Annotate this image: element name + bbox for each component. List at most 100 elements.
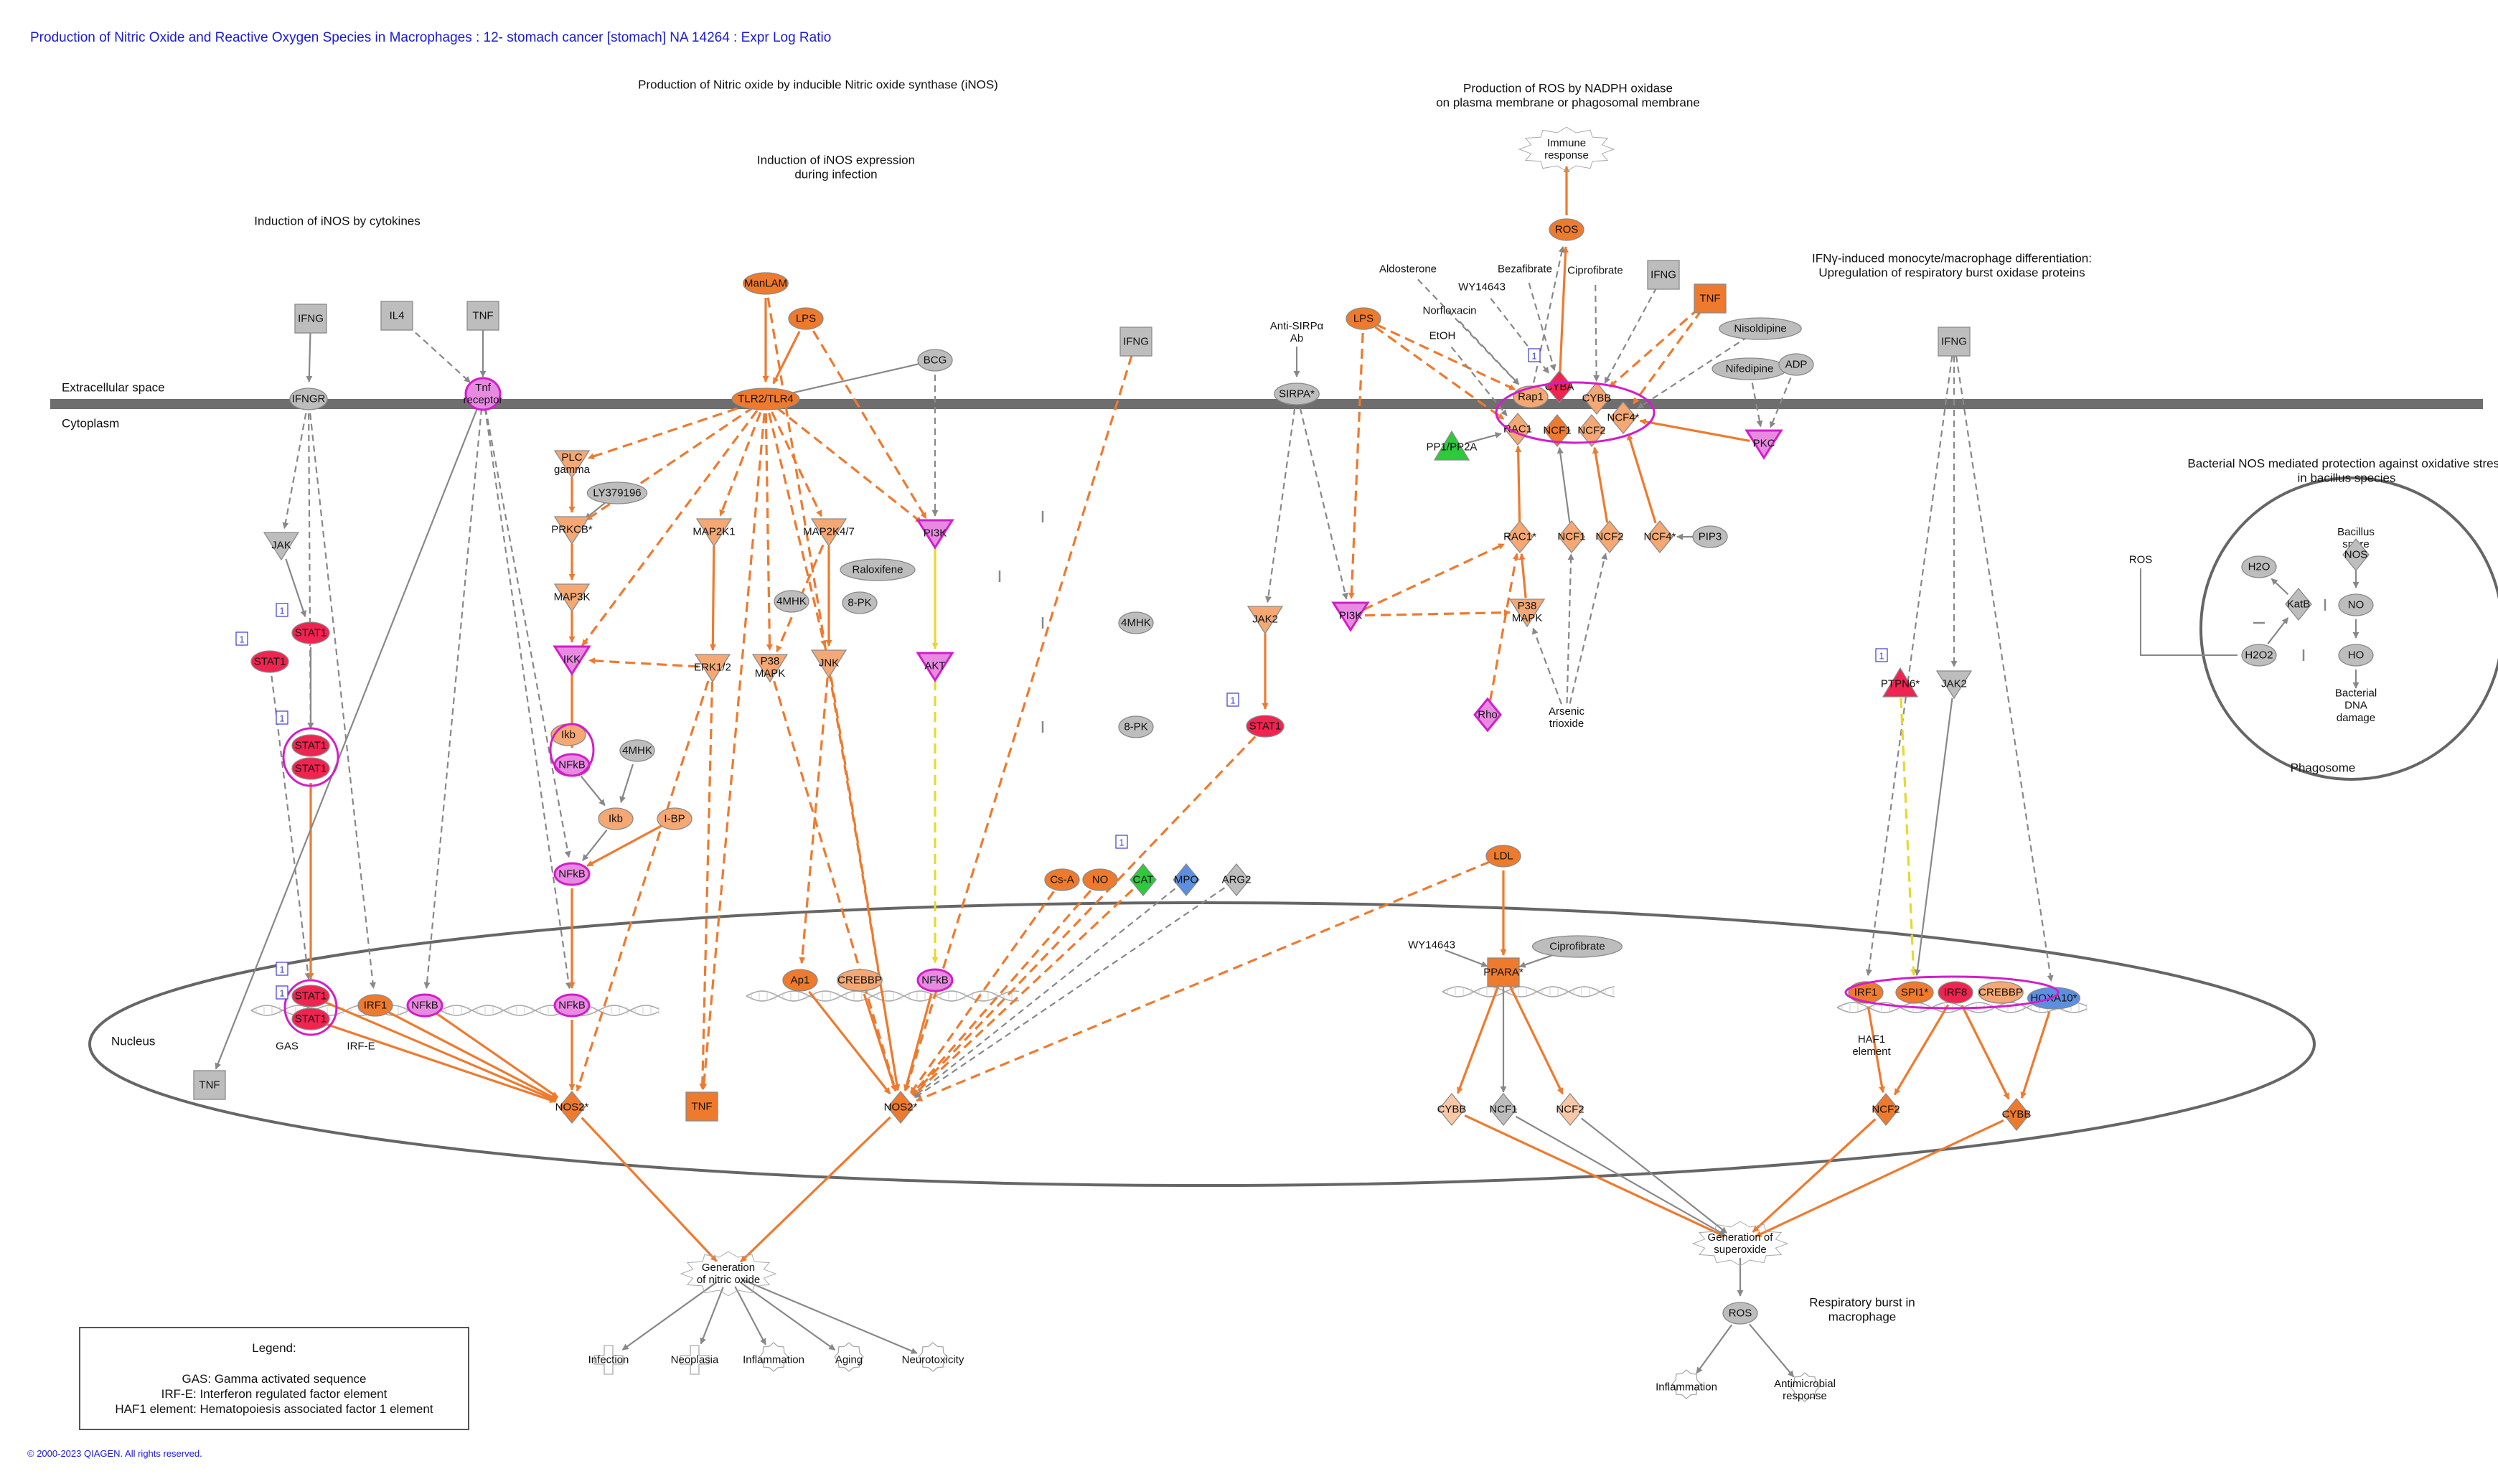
node-stat1e: STAT1	[291, 985, 330, 1008]
edge-csa-nos2b	[909, 891, 1055, 1094]
node-label: Ciprofibrate	[1567, 265, 1623, 277]
edge-crebbp1-nos2b	[863, 993, 897, 1092]
node-map3k: MAP3K	[554, 583, 591, 613]
edge-ifng3-cybb1	[1604, 287, 1658, 384]
edge-aldost-rap1	[1417, 278, 1520, 385]
node-label: H2O2	[2245, 649, 2273, 662]
node-label: TNF	[199, 1079, 220, 1091]
edge-mpo-nos2b	[914, 888, 1176, 1097]
node-nifed: Nifedipine	[1711, 357, 1788, 380]
legend-item: HAF1 element: Hematopoiesis associated f…	[115, 1402, 433, 1416]
compartment-extracellular: Extracellular space	[62, 381, 165, 395]
node-label: NFkB	[558, 759, 586, 771]
marker-badge: 1	[276, 603, 288, 617]
node-label: Neoplasia	[671, 1354, 719, 1366]
node-label: IFNG	[1941, 336, 1967, 348]
node-ncf2b: NCF2	[1595, 520, 1624, 554]
copyright: © 2000-2023 QIAGEN. All rights reserved.	[27, 1448, 202, 1459]
edge-ibp-nfkb2	[586, 825, 663, 868]
node-cybb3: CYBB	[2002, 1097, 2032, 1132]
node-label: STAT1	[295, 763, 327, 775]
edge-ncf1c-gensup	[1515, 1115, 1726, 1236]
edge-tnfr-tnf2	[215, 407, 479, 1070]
node-nos2a: NOS2*	[555, 1090, 589, 1124]
edge-erk12-nos2a	[576, 680, 710, 1091]
edge-ncf1b-ncf1a	[1556, 446, 1571, 523]
node-ibp: I-BP	[657, 807, 692, 830]
edges	[215, 166, 2360, 1378]
node-sirpa: SIRPA*	[1274, 382, 1320, 405]
node-manlam: ManLAM	[743, 272, 789, 295]
complex-ring	[549, 723, 595, 777]
node-label: IFNG	[1123, 336, 1149, 348]
edge-cybb3-gensup	[1755, 1119, 2004, 1238]
node-ifngr: IFNGR	[289, 388, 328, 410]
edge-ros-h2o2	[2140, 568, 2238, 656]
node-mpo: MPO	[1173, 863, 1200, 897]
node-ikb2: Ikb	[598, 807, 634, 830]
edge-genno-infl1	[734, 1286, 766, 1346]
node-label: CYBB	[2002, 1109, 2032, 1121]
edge-pi3k2-rac1b	[1363, 543, 1506, 611]
node-pk8b: 8-PK	[1118, 715, 1154, 738]
edge-ldl-nos2b	[916, 860, 1491, 1102]
node-bezaf: Bezafibrate	[1498, 263, 1552, 276]
edge-cybb2-gensup	[1464, 1114, 1726, 1238]
complex-ring	[1495, 381, 1656, 444]
edge-tlr-map2k1	[719, 412, 762, 517]
edge-p38b-rac1b	[1518, 553, 1527, 598]
node-ifng3: IFNG	[1647, 260, 1680, 290]
node-label: NO	[1092, 874, 1109, 886]
node-label: MAP2K1	[692, 526, 735, 538]
node-label: Cs-A	[1050, 874, 1074, 886]
node-label: NCF2	[1577, 425, 1605, 437]
svg-text:1: 1	[1119, 837, 1124, 848]
node-ros2: ROS	[1722, 1302, 1758, 1325]
node-label: CYBB	[1582, 393, 1612, 405]
edge-h2o2-katb	[2267, 617, 2289, 644]
node-label: MAP3K	[554, 591, 591, 604]
node-label: Ap1	[791, 975, 810, 987]
node-label: ROS	[1729, 1307, 1752, 1320]
node-no1: NO	[1082, 868, 1118, 891]
edge-ppara-cybb2	[1456, 985, 1500, 1094]
node-label: IFNGR	[292, 393, 326, 405]
legend-box: Legend: GAS: Gamma activated sequence IR…	[79, 1327, 469, 1430]
node-tnf4: TNF	[1694, 283, 1727, 314]
node-ncf4a: NCF4*	[1607, 400, 1640, 435]
node-label: NFkB	[558, 1000, 586, 1012]
edge-genno-aging	[739, 1281, 836, 1351]
node-label: NCF1	[1543, 425, 1571, 437]
node-ly: LY379196	[586, 482, 648, 504]
node-rac1a: RAC1	[1503, 412, 1532, 446]
node-label: WY14643	[1458, 281, 1506, 293]
legend-title: Legend:	[252, 1341, 296, 1355]
edge-ifng1-ifngr	[306, 332, 313, 382]
edge-wy2-ppara	[1445, 949, 1488, 967]
node-akt: AKT	[916, 652, 954, 682]
node-stat1b: STAT1	[250, 650, 289, 673]
node-rosb: ROS	[2129, 554, 2153, 566]
node-ncf2c: NCF2	[1556, 1092, 1584, 1127]
node-nfkb5: NFkB	[916, 968, 954, 992]
node-label: IKK	[563, 654, 581, 666]
node-label: EtOH	[1429, 330, 1456, 342]
edge-ncf2d-gensup	[1752, 1118, 1877, 1233]
node-il4: IL4	[380, 301, 413, 331]
node-label: PP1/PP2A	[1427, 441, 1478, 454]
node-ap1: Ap1	[782, 969, 818, 992]
edge-arg2-nos2b	[914, 887, 1226, 1099]
node-crebbp1: CREBBP	[837, 969, 883, 992]
edge-ncf4b-ncf4a	[1627, 433, 1657, 524]
node-ncf4b: NCF4*	[1643, 520, 1676, 554]
node-nob: NO	[2338, 593, 2374, 616]
edge-irf1a-nos2a	[388, 1010, 558, 1101]
